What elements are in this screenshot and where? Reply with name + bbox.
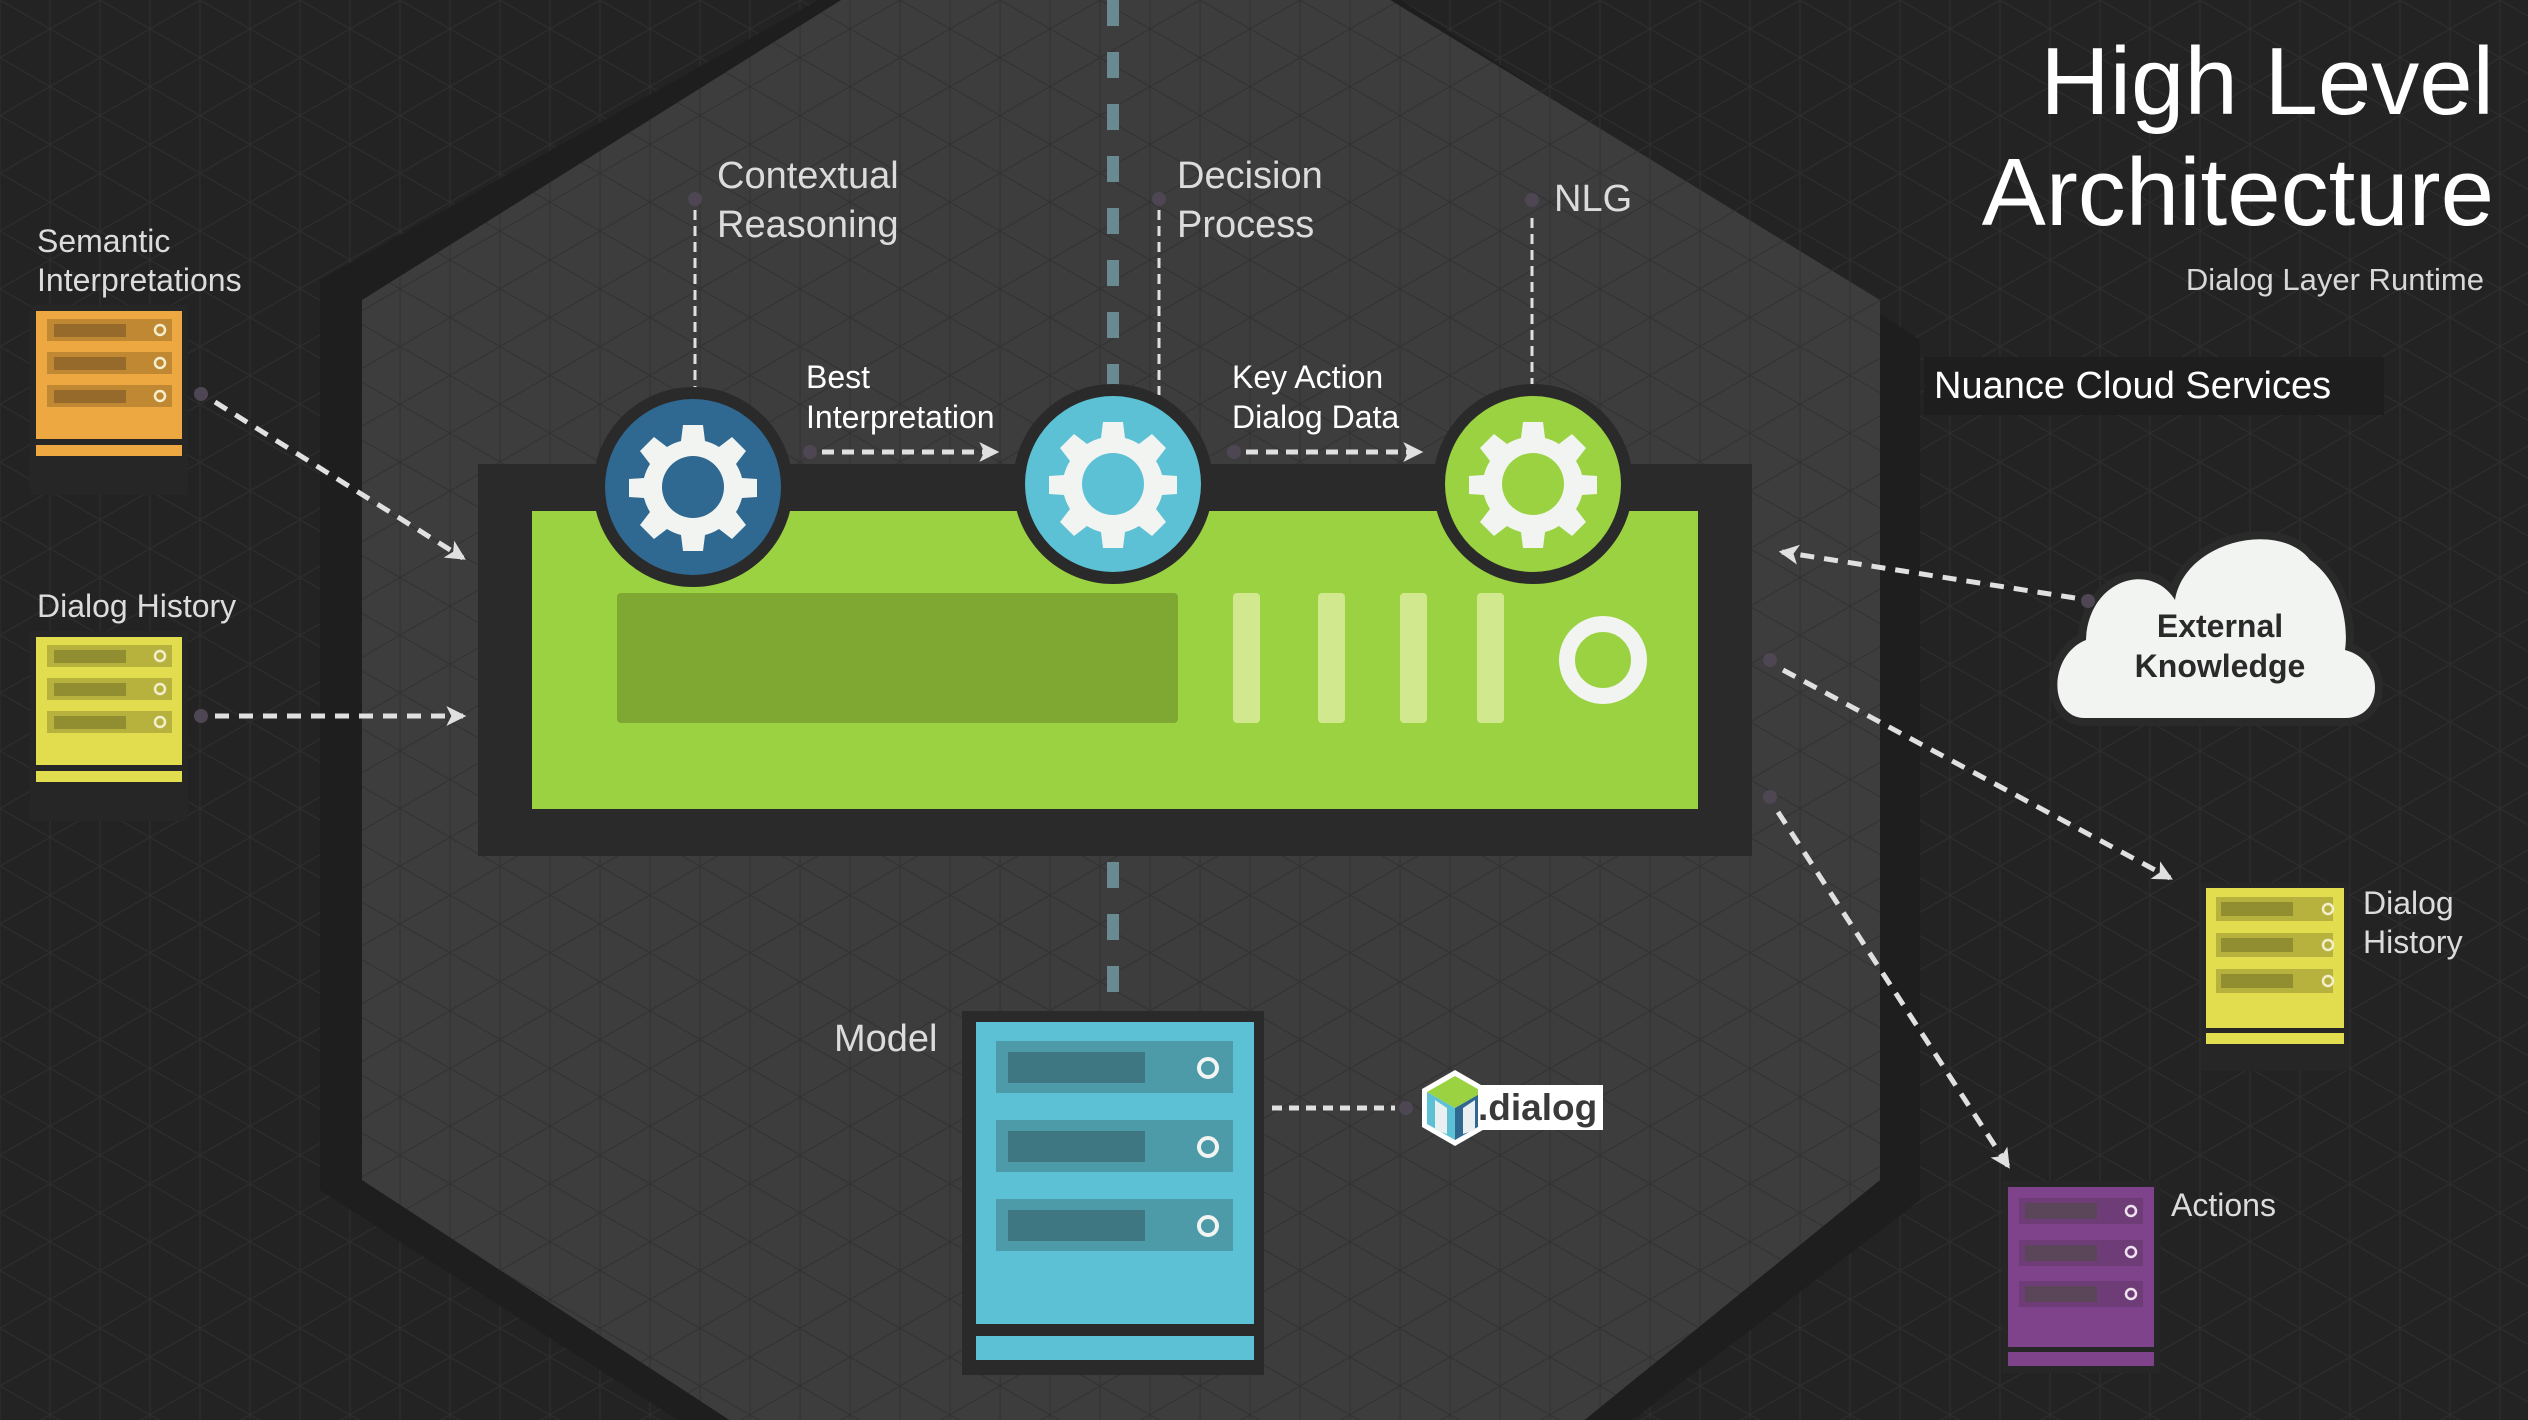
label-dialog-history-input: Dialog History bbox=[37, 588, 237, 624]
connector-dot bbox=[688, 192, 702, 206]
db-dialog-history-output[interactable] bbox=[2201, 883, 2349, 1071]
label-model: Model bbox=[834, 1018, 938, 1060]
label-nlg: NLG bbox=[1554, 178, 1633, 220]
stage-contextual-reasoning[interactable] bbox=[593, 387, 793, 587]
engine-power-indicator bbox=[1559, 616, 1647, 704]
db-actions[interactable] bbox=[2002, 1181, 2160, 1373]
label-semantic-interpretations: Semantic Interpretations bbox=[37, 223, 242, 299]
gear-icon bbox=[1049, 422, 1177, 548]
label-dialog-history-output: Dialog History bbox=[2363, 885, 2463, 961]
connector-dot bbox=[1399, 1101, 1413, 1115]
connector-dot bbox=[1227, 445, 1241, 459]
db-model[interactable] bbox=[962, 1011, 1264, 1375]
nuance-cloud-services-label: Nuance Cloud Services bbox=[1924, 357, 2384, 415]
engine-vent-slot bbox=[1233, 593, 1260, 723]
dialog-file-badge: .dialog bbox=[1478, 1085, 1603, 1130]
external-knowledge-cloud[interactable] bbox=[2049, 531, 2383, 726]
arrow-engine-to-history bbox=[1781, 667, 2173, 881]
engine-vent-slot bbox=[1400, 593, 1427, 723]
label-key-action-dialog-data: Key Action Dialog Data bbox=[1232, 359, 1400, 435]
page-subtitle: Dialog Layer Runtime bbox=[2185, 262, 2484, 297]
arrow-semantic-to-engine bbox=[213, 399, 466, 561]
label-decision-process: Decision Process bbox=[1177, 155, 1323, 247]
db-dialog-history-input[interactable] bbox=[30, 631, 188, 821]
label-best-interpretation: Best Interpretation bbox=[806, 359, 995, 435]
gear-icon bbox=[629, 425, 757, 551]
page-title: High Level Architecture bbox=[1981, 28, 2494, 247]
engine-display-panel bbox=[617, 593, 1178, 723]
label-external-knowledge: External Knowledge bbox=[2134, 608, 2306, 684]
connector-dot bbox=[1763, 790, 1777, 804]
stage-decision-process[interactable] bbox=[1013, 384, 1213, 584]
connector-dot bbox=[1525, 193, 1539, 207]
label-actions: Actions bbox=[2171, 1187, 2276, 1223]
connector-dot bbox=[1763, 653, 1777, 667]
engine-vent-slot bbox=[1318, 593, 1345, 723]
m-cube-logo-icon bbox=[1422, 1070, 1488, 1146]
label-contextual-reasoning: Contextual Reasoning bbox=[717, 155, 899, 247]
connector-dot bbox=[2081, 594, 2095, 608]
stage-nlg[interactable] bbox=[1433, 384, 1633, 584]
connector-dot bbox=[1152, 192, 1166, 206]
connector-dot bbox=[194, 709, 208, 723]
arrow-knowledge-to-engine bbox=[1778, 544, 2076, 601]
connector-dot bbox=[803, 445, 817, 459]
db-semantic-interpretations[interactable] bbox=[30, 305, 188, 495]
connector-dot bbox=[194, 387, 208, 401]
engine-vent-slot bbox=[1477, 593, 1504, 723]
gear-icon bbox=[1469, 422, 1597, 548]
